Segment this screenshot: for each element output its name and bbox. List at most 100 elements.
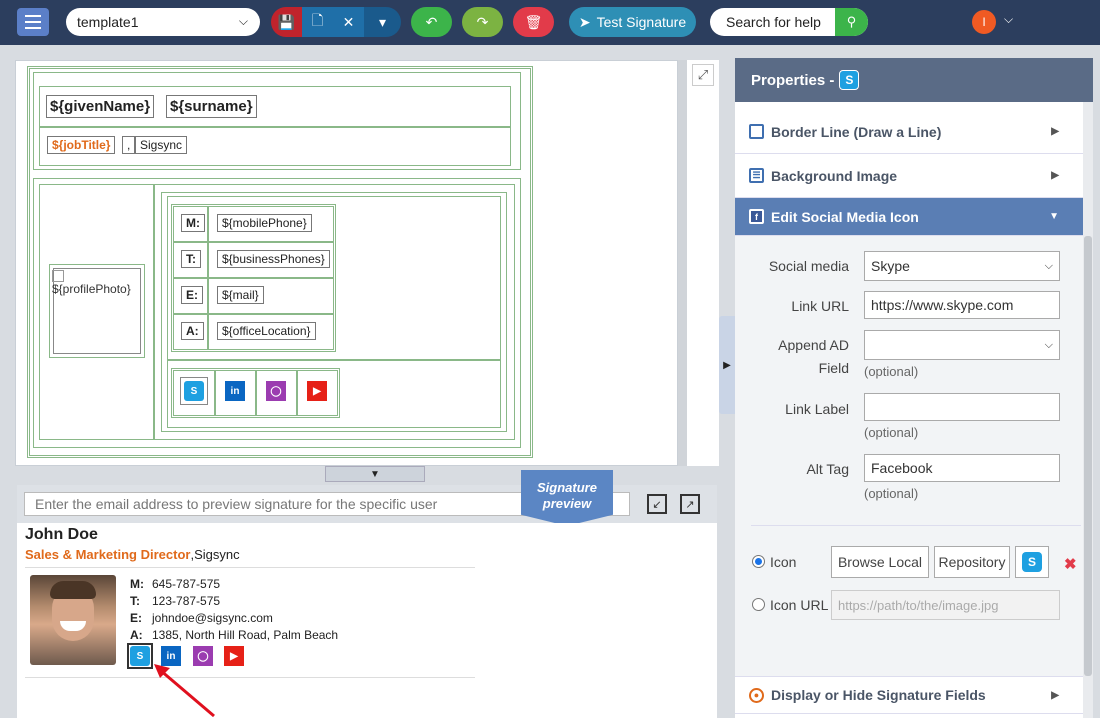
append-ad-select[interactable]: ⌵ xyxy=(864,330,1060,360)
preview-job-title: Sales & Marketing Director xyxy=(25,547,191,562)
contact-row: M: 645-787-575 xyxy=(130,576,338,593)
accordion-background-image[interactable]: ☰ Background Image ▶ xyxy=(735,154,1083,198)
canvas-scrollbar[interactable] xyxy=(678,60,687,466)
skype-icon: S xyxy=(1022,552,1042,572)
divider xyxy=(39,126,511,128)
template-select[interactable]: template1 ⌵ xyxy=(66,8,260,36)
fullscreen-icon[interactable]: ⤢ xyxy=(692,64,714,86)
photo-cell xyxy=(49,264,145,358)
company-field[interactable]: Sigsync xyxy=(135,136,188,154)
highlight-frame xyxy=(127,643,153,669)
contact-label: A: xyxy=(130,628,143,642)
avatar[interactable]: I xyxy=(972,10,996,34)
profile-photo-placeholder[interactable]: ${profilePhoto} xyxy=(52,268,131,296)
delete-icon[interactable]: 🗑 xyxy=(513,7,554,37)
photo-frame[interactable] xyxy=(53,268,141,354)
menu-icon[interactable] xyxy=(17,8,49,36)
separator-field[interactable]: , xyxy=(122,136,136,154)
search-input[interactable]: Search for help xyxy=(726,14,821,30)
chevron-down-icon[interactable]: ⌵ xyxy=(1004,12,1014,26)
contact-row: T:123-787-575 xyxy=(130,593,338,610)
accordion-label: Display or Hide Signature Fields xyxy=(771,687,986,703)
contact-label: M: xyxy=(130,577,144,591)
close-icon[interactable]: ✕ xyxy=(333,7,364,37)
linkedin-icon[interactable]: in xyxy=(225,381,245,401)
link-label-input[interactable] xyxy=(864,393,1060,421)
contact-value[interactable]: ${businessPhones} xyxy=(217,250,330,268)
divider xyxy=(214,371,216,415)
contact-value[interactable]: ${mobilePhone} xyxy=(217,214,312,232)
accordion-display-hide[interactable]: ● Display or Hide Signature Fields ▶ xyxy=(735,676,1083,714)
icon-radio[interactable] xyxy=(752,555,765,568)
chevron-down-icon: ⌵ xyxy=(238,14,248,28)
test-signature-button[interactable]: ➤ Test Signature xyxy=(569,7,696,37)
chevron-down-icon: ▼ xyxy=(1049,211,1059,222)
job-title-field[interactable]: ${jobTitle} xyxy=(47,136,116,154)
icon-url-input[interactable]: https://path/to/the/image.jpg xyxy=(831,590,1060,620)
eye-icon: ● xyxy=(749,687,764,703)
accordion-border-line[interactable]: Border Line (Draw a Line) ▶ xyxy=(735,110,1083,154)
social-row xyxy=(167,360,501,428)
skype-icon: S xyxy=(839,70,860,90)
facebook-icon: f xyxy=(749,209,764,224)
skype-icon[interactable]: S xyxy=(184,381,204,401)
redo-icon[interactable]: ↷ xyxy=(462,7,503,37)
link-url-input[interactable]: https://www.skype.com xyxy=(864,291,1060,319)
contact-row: E: johndoe@sigsync.com xyxy=(130,610,338,627)
contact-row: A:1385, North Hill Road, Palm Beach xyxy=(130,627,338,644)
preview-title-line: Sales & Marketing Director,Sigsync xyxy=(25,547,240,562)
link-label-label: Link Label xyxy=(785,401,849,417)
body-block xyxy=(33,178,521,448)
youtube-icon[interactable]: ▶ xyxy=(224,646,244,666)
contact-value[interactable]: ${mail} xyxy=(217,286,264,304)
skype-icon[interactable]: S xyxy=(130,646,150,666)
external-link-icon[interactable]: ↗ xyxy=(680,494,700,514)
optional-hint: (optional) xyxy=(864,486,919,501)
preview-name: John Doe xyxy=(25,526,98,543)
contact-label[interactable]: T: xyxy=(181,250,201,268)
file-actions-group: 💾 🗋 ✕ ▾ xyxy=(271,7,401,37)
save-icon[interactable]: 💾 xyxy=(271,7,302,37)
scrollbar-thumb[interactable] xyxy=(1084,236,1092,676)
minimize-icon[interactable]: ↙ xyxy=(647,494,667,514)
append-ad-label: Append AD xyxy=(778,337,849,353)
repository-button[interactable]: Repository xyxy=(934,546,1010,578)
copy-icon[interactable]: 🗋 xyxy=(302,7,333,37)
dropdown-icon[interactable]: ▾ xyxy=(364,7,401,37)
instagram-icon[interactable]: ◯ xyxy=(193,646,213,666)
contact-label: E: xyxy=(130,611,142,625)
link-url-label: Link URL xyxy=(791,298,849,314)
contact-label[interactable]: E: xyxy=(181,286,203,304)
youtube-icon[interactable]: ▶ xyxy=(307,381,327,401)
divider xyxy=(25,677,475,678)
contact-label[interactable]: M: xyxy=(181,214,205,232)
given-name-field[interactable]: ${givenName} xyxy=(46,95,155,118)
linkedin-icon[interactable]: in xyxy=(161,646,181,666)
template-name: template1 xyxy=(77,14,139,30)
search-icon[interactable]: ⚲ xyxy=(835,8,868,36)
contact-value[interactable]: johndoe@sigsync.com xyxy=(152,611,273,625)
icon-radio-label: Icon xyxy=(770,554,797,570)
browse-local-button[interactable]: Browse Local xyxy=(831,546,929,578)
surname-field[interactable]: ${surname} xyxy=(166,95,257,118)
accordion-label: Edit Social Media Icon xyxy=(771,208,919,225)
undo-icon[interactable]: ↶ xyxy=(411,7,452,37)
divider xyxy=(173,241,334,243)
social-media-select[interactable]: Skype ⌵ xyxy=(864,251,1060,281)
panel-toggle[interactable]: ▶ xyxy=(719,316,735,414)
collapse-toggle[interactable]: ▼ xyxy=(325,466,425,482)
chevron-right-icon: ▶ xyxy=(1051,689,1059,701)
contact-value[interactable]: ${officeLocation} xyxy=(217,322,316,340)
help-search[interactable]: Search for help ⚲ xyxy=(710,8,868,36)
instagram-icon[interactable]: ◯ xyxy=(266,381,286,401)
contact-value: 645-787-575 xyxy=(152,577,221,591)
current-icon-preview[interactable]: S xyxy=(1015,546,1049,578)
remove-icon[interactable]: ✖ xyxy=(1064,556,1077,573)
tag-line: preview xyxy=(542,496,592,511)
icon-url-radio[interactable] xyxy=(752,598,765,611)
alt-tag-input[interactable]: Facebook xyxy=(864,454,1060,482)
social-media-value: Skype xyxy=(871,258,910,274)
panel-header: Properties - S xyxy=(735,58,1093,102)
contact-label[interactable]: A: xyxy=(181,322,204,340)
accordion-edit-social[interactable]: f Edit Social Media Icon ▼ xyxy=(735,198,1083,236)
